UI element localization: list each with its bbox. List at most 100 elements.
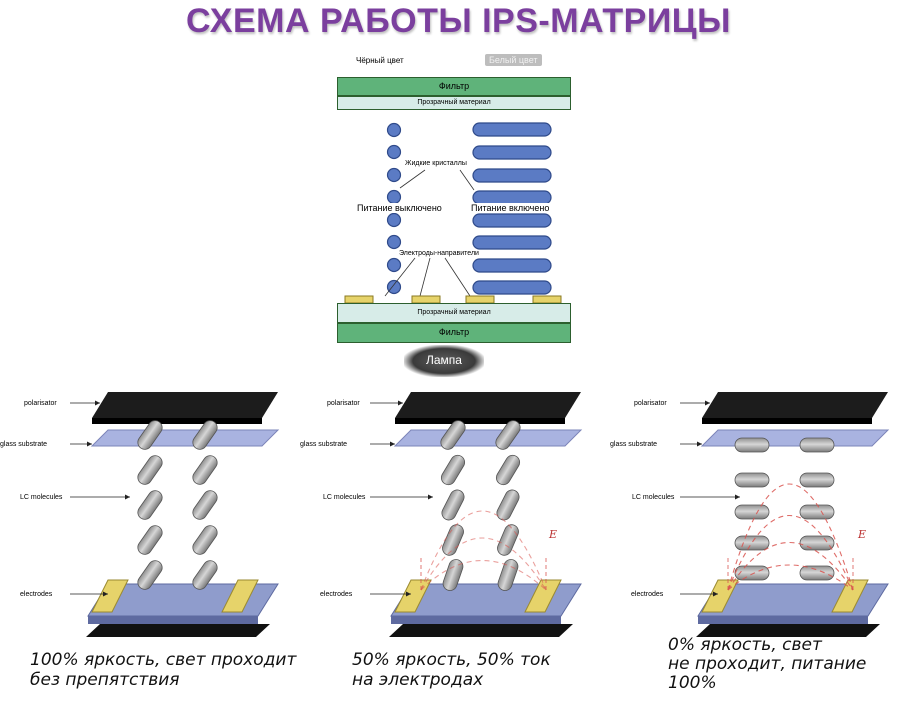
crystal-dot: [386, 122, 402, 138]
leader-arrowhead: [390, 441, 395, 447]
lc-molecule: [734, 472, 770, 488]
lc-molecules-label-1: LC molecules: [20, 494, 63, 501]
caption-half-brightness: 50% яркость, 50% ток на электродах: [352, 650, 551, 690]
bottom-clear-material-layer: Прозрачный материал: [337, 303, 571, 323]
electrodes-label: Электроды-направители: [399, 250, 479, 257]
lc-molecule: [734, 535, 770, 551]
panel-full-brightness: [70, 392, 280, 637]
liquid-crystals-label: Жидкие кристаллы: [405, 160, 467, 167]
power-on-label: Питание включено: [471, 203, 550, 213]
leader-arrowhead: [95, 400, 100, 406]
white-color-label: Белый цвет: [485, 54, 542, 66]
crystal-dot: [386, 212, 402, 228]
lc-molecule: [137, 490, 163, 520]
lc-molecule: [442, 524, 464, 556]
lc-molecule: [192, 490, 218, 520]
field-line: [727, 564, 854, 591]
crystal-rod: [472, 122, 552, 137]
electrode: [831, 579, 869, 613]
crystal-dot: [386, 234, 402, 250]
field-symbol-2: E: [549, 528, 558, 541]
caption-line: 100%: [668, 673, 717, 693]
crystal-rod: [472, 213, 552, 228]
glass-substrate-top: [700, 429, 890, 447]
lc-molecule: [497, 524, 519, 556]
lc-molecule: [799, 535, 835, 551]
caption-line: без препятствия: [30, 670, 180, 690]
caption-line: на электродах: [352, 670, 484, 690]
glass-substrate-label-2: glass substrate: [300, 441, 348, 448]
black-color-label: Чёрный цвет: [356, 56, 404, 65]
panel-half-brightness: [370, 392, 583, 637]
lc-molecule-body: [442, 559, 464, 591]
lc-molecule: [799, 504, 835, 520]
polarizer-slab: [395, 392, 581, 418]
polarisator-label-2: polarisator: [327, 400, 360, 407]
lc-molecule: [799, 472, 835, 488]
leader-arrowhead: [398, 400, 403, 406]
lc-molecule: [192, 420, 218, 450]
crystals-power-off: [386, 122, 402, 295]
lc-molecule: [137, 420, 163, 450]
lc-molecule-body: [495, 420, 521, 450]
leader-arrowhead: [406, 591, 411, 597]
glass-edge: [88, 616, 258, 624]
polarisator-label-3: polarisator: [634, 400, 667, 407]
lc-molecule-body: [137, 420, 163, 450]
leader-arrowhead: [103, 591, 108, 597]
crystal-dot: [386, 279, 402, 295]
electrode: [524, 579, 562, 613]
lc-molecule: [137, 560, 163, 590]
electrodes-label-2: electrodes: [320, 591, 353, 598]
lc-molecule-body: [442, 524, 464, 556]
lc-molecule-body: [440, 420, 466, 450]
lc-molecules-label-2: LC molecules: [323, 494, 366, 501]
leader-arrowhead: [125, 494, 130, 500]
crystals-power-on: [472, 122, 552, 295]
crystal-rod: [472, 235, 552, 250]
bottom-polarizer: [389, 624, 573, 637]
lc-molecule: [799, 437, 835, 453]
lc-molecule-body: [192, 560, 218, 590]
leader-arrowhead: [697, 441, 702, 447]
lc-molecule: [441, 489, 465, 521]
polarizer-edge: [395, 418, 565, 424]
crystal-rod: [472, 145, 552, 160]
leader-arrowhead: [735, 494, 740, 500]
lc-molecules-label-3: LC molecules: [632, 494, 675, 501]
lc-molecule-body: [192, 525, 218, 555]
caption-line: 50% яркость, 50% ток: [352, 650, 551, 670]
lc-molecule-body: [495, 454, 521, 486]
glass-edge: [698, 616, 868, 624]
caption-line: 0% яркость, свет: [668, 635, 822, 655]
crystal-rod: [472, 280, 552, 295]
lc-molecule-body: [734, 437, 770, 453]
lc-molecule-body: [799, 437, 835, 453]
lc-molecule: [734, 504, 770, 520]
lc-molecule-body: [440, 454, 466, 486]
field-line: [420, 560, 547, 591]
lamp-label: Лампа: [404, 345, 484, 377]
lc-molecule: [799, 565, 835, 581]
lc-molecule: [440, 420, 466, 450]
lc-molecule-body: [137, 560, 163, 590]
lc-molecule-body: [192, 420, 218, 450]
lc-molecule-body: [734, 504, 770, 520]
leader-lines: [384, 169, 475, 297]
top-filter-layer: Фильтр: [337, 77, 571, 96]
page-title: СХЕМА РАБОТЫ IPS-МАТРИЦЫ: [186, 2, 731, 40]
lc-molecule-body: [799, 535, 835, 551]
field-line: [727, 541, 854, 591]
leader-arrowhead: [713, 591, 718, 597]
glass-edge: [391, 616, 561, 624]
lc-molecule: [440, 454, 466, 486]
lc-molecule: [495, 420, 521, 450]
leader-arrowhead: [705, 400, 710, 406]
lc-molecule: [442, 559, 464, 591]
lc-molecule-body: [137, 455, 163, 485]
top-clear-material-layer: Прозрачный материал: [337, 96, 571, 110]
lc-molecule: [734, 437, 770, 453]
crystal-dot: [386, 257, 402, 273]
lc-molecule-body: [441, 489, 465, 521]
